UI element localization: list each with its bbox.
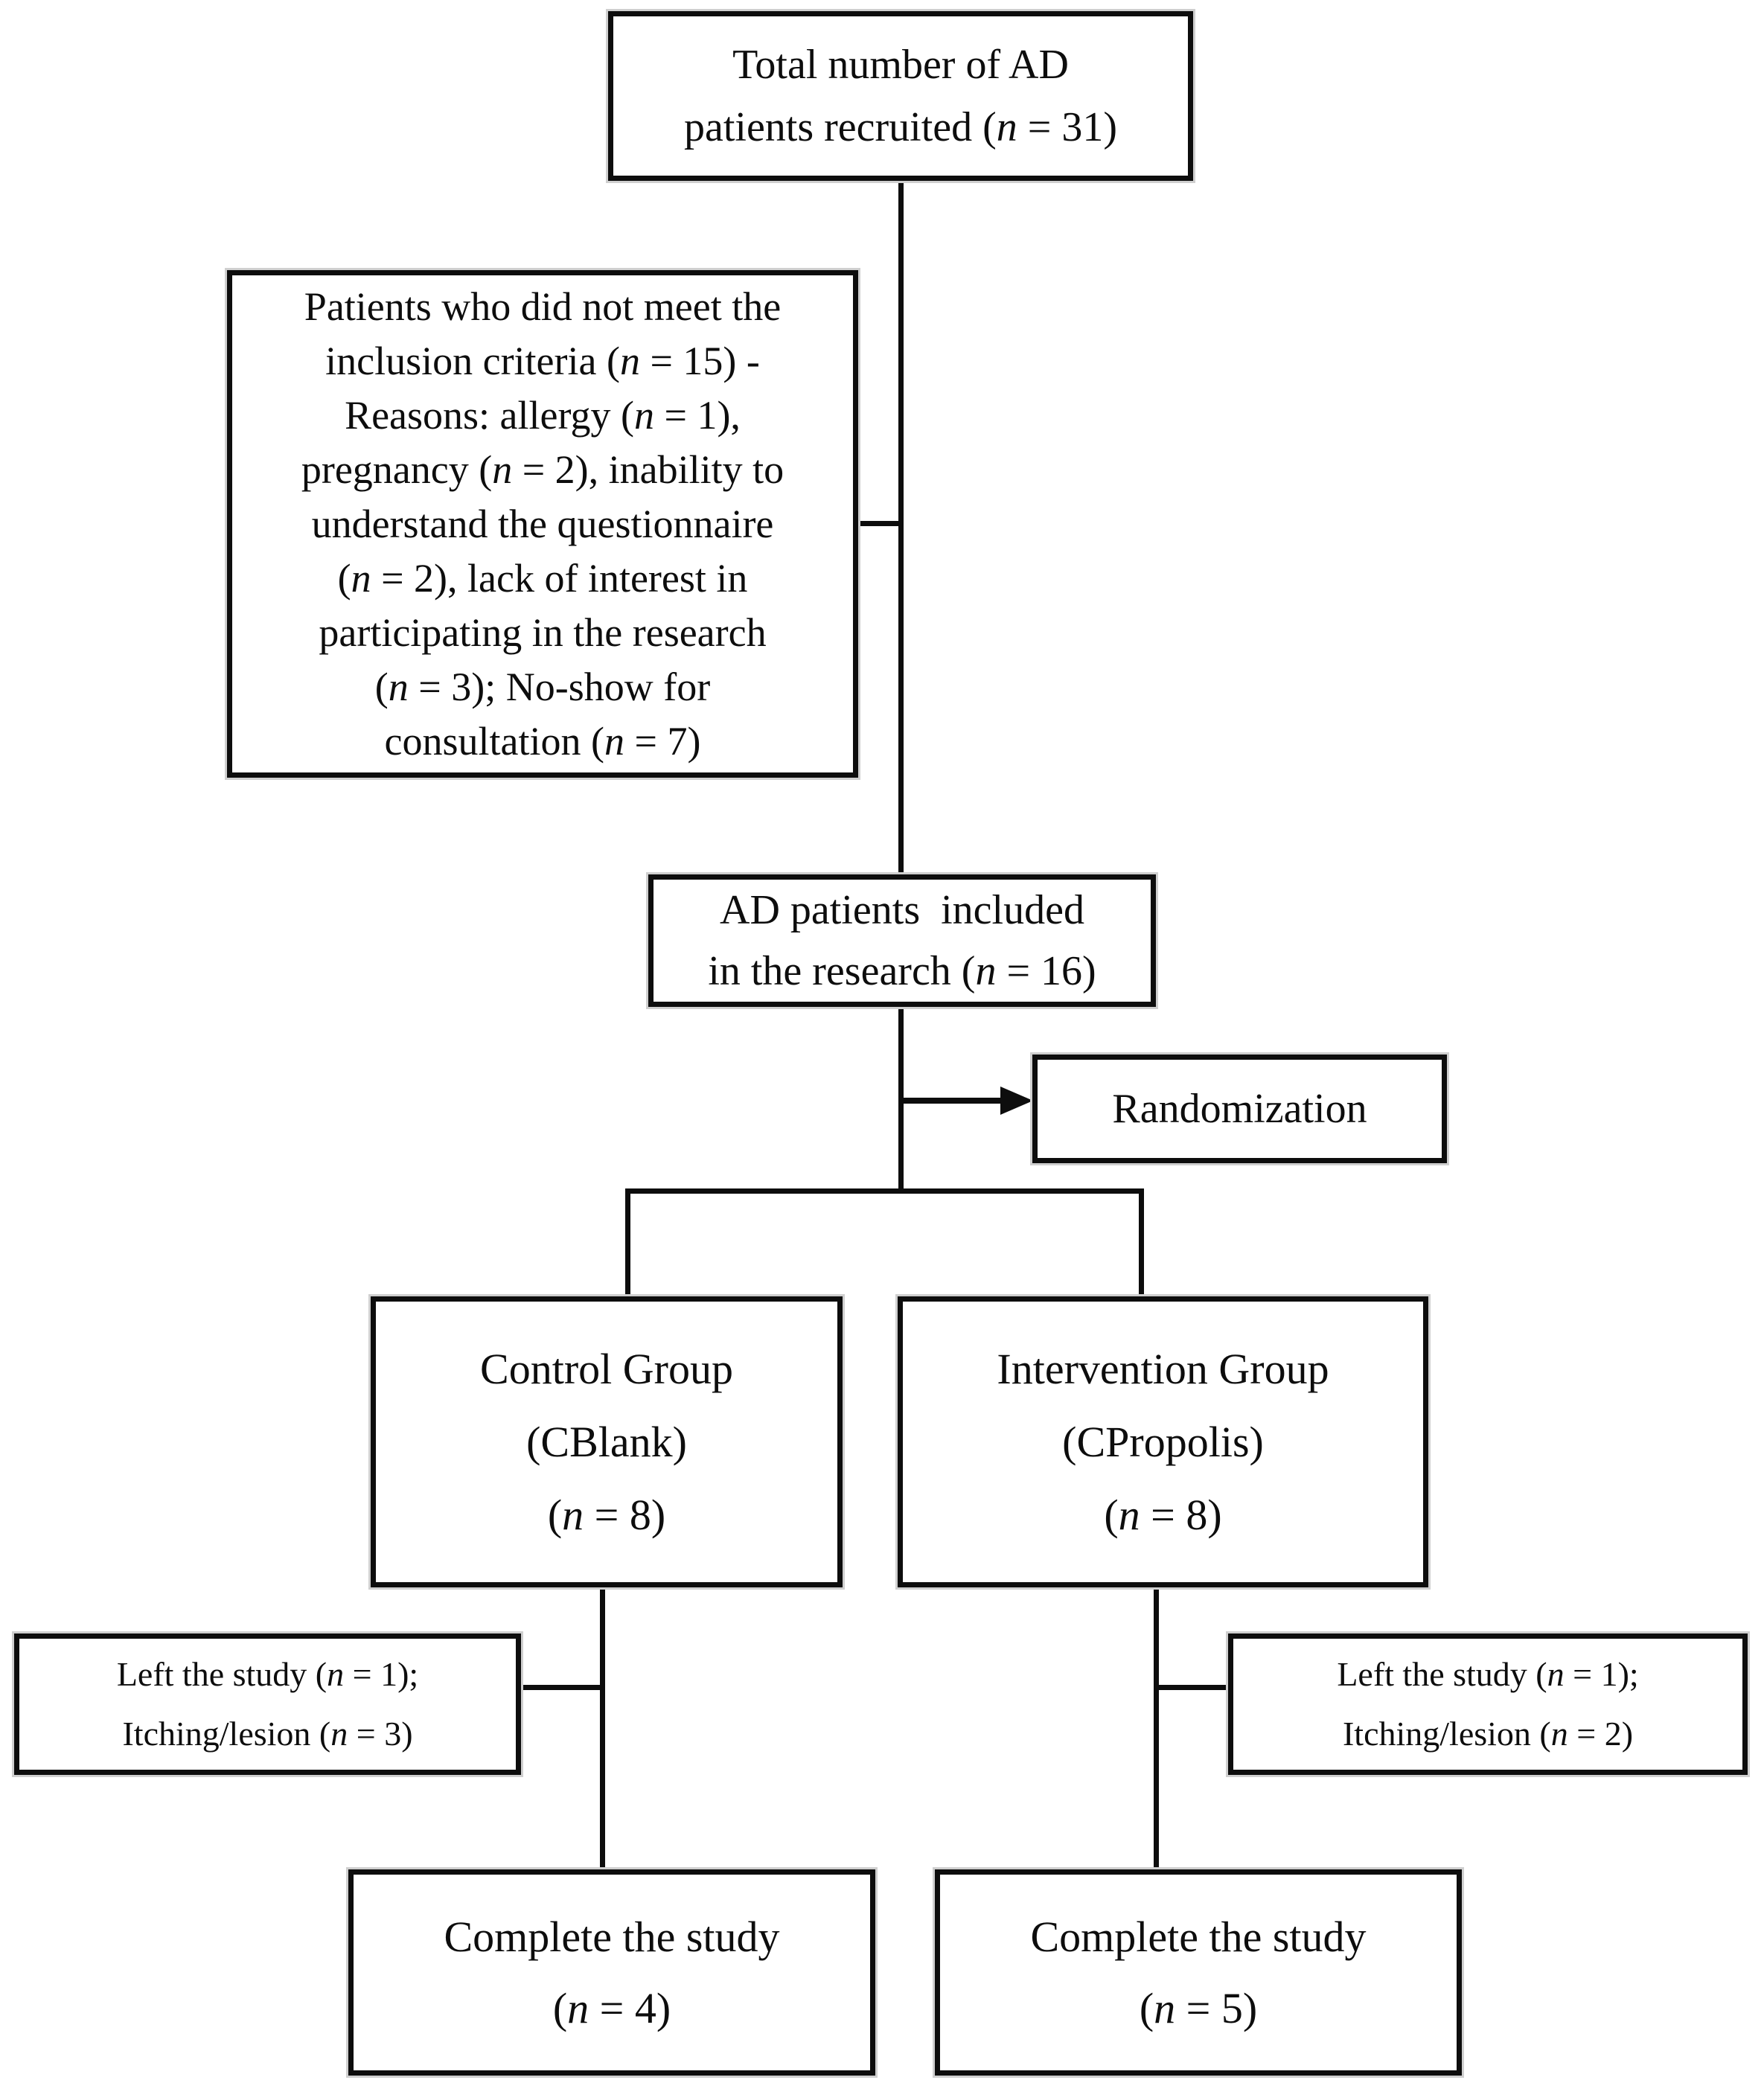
text-line: (n = 8) (547, 1490, 666, 1539)
node-included-patients: AD patients included in the research (n =… (648, 874, 1156, 1007)
node-control-dropout: Left the study (n = 1); Itching/lesion (n… (14, 1634, 521, 1775)
text-line: Patients who did not meet the (304, 284, 782, 329)
connector-intervention-to-complete (1154, 1585, 1159, 1872)
node-control-group: Control Group (CBlank) (n = 8) (371, 1296, 843, 1587)
text-line: Control Group (480, 1344, 733, 1393)
text-line: (n = 2), lack of interest in (337, 555, 748, 601)
connector-included-to-split (898, 1005, 904, 1194)
connector-total-to-included (898, 179, 904, 877)
text-line: Randomization (1112, 1086, 1367, 1132)
text-line: Complete the study (1030, 1912, 1367, 1961)
text-line: (CBlank) (526, 1417, 687, 1466)
node-intervention-dropout: Left the study (n = 1); Itching/lesion (n… (1228, 1634, 1748, 1775)
node-intervention-complete: Complete the study (n = 5) (935, 1869, 1462, 2076)
node-total-recruited: Total number of AD patients recruited (n … (608, 11, 1193, 181)
text-line: (n = 3); No-show for (374, 664, 711, 709)
text-line: Itching/lesion (n = 2) (1342, 1715, 1634, 1753)
text-line: (n = 5) (1139, 1983, 1258, 2032)
text-line: (CPropolis) (1062, 1417, 1264, 1466)
text-line: pregnancy (n = 2), inability to (301, 447, 784, 492)
text-line: Complete the study (444, 1912, 780, 1961)
text-line: understand the questionnaire (311, 501, 774, 546)
text-line: consultation (n = 7) (384, 718, 701, 764)
text-line: Itching/lesion (n = 3) (122, 1715, 413, 1753)
node-randomization: Randomization (1032, 1055, 1447, 1163)
connector-intervention-dropout-branch (1156, 1685, 1230, 1690)
text-line: Total number of AD (732, 42, 1069, 88)
connector-control-to-complete (600, 1585, 605, 1872)
node-excluded-patients: Patients who did not meet the inclusion c… (227, 270, 858, 778)
text-line: (n = 4) (552, 1983, 671, 2032)
connector-randomization-arrow-shaft (904, 1098, 1005, 1104)
text-line: patients recruited (n = 31) (683, 104, 1118, 150)
connector-split-to-control (625, 1188, 630, 1299)
text-line: (n = 8) (1104, 1490, 1222, 1539)
text-line: AD patients included (720, 887, 1084, 933)
randomization-arrow-head (1000, 1087, 1033, 1115)
text-line: inclusion criteria (n = 15) - (325, 338, 760, 383)
text-line: Left the study (n = 1); (116, 1655, 419, 1693)
connector-split-bar (625, 1188, 1144, 1194)
text-line: in the research (n = 16) (708, 948, 1096, 994)
connector-excluded-branch (853, 521, 904, 526)
node-intervention-group: Intervention Group (CPropolis) (n = 8) (898, 1296, 1428, 1587)
node-control-complete: Complete the study (n = 4) (348, 1869, 875, 2076)
text-line: Intervention Group (997, 1344, 1329, 1393)
text-line: Reasons: allergy (n = 1), (345, 392, 741, 438)
text-line: participating in the research (319, 609, 767, 655)
text-line: Left the study (n = 1); (1337, 1655, 1639, 1693)
connector-split-to-intervention (1139, 1188, 1144, 1299)
connector-control-dropout-branch (520, 1685, 601, 1690)
